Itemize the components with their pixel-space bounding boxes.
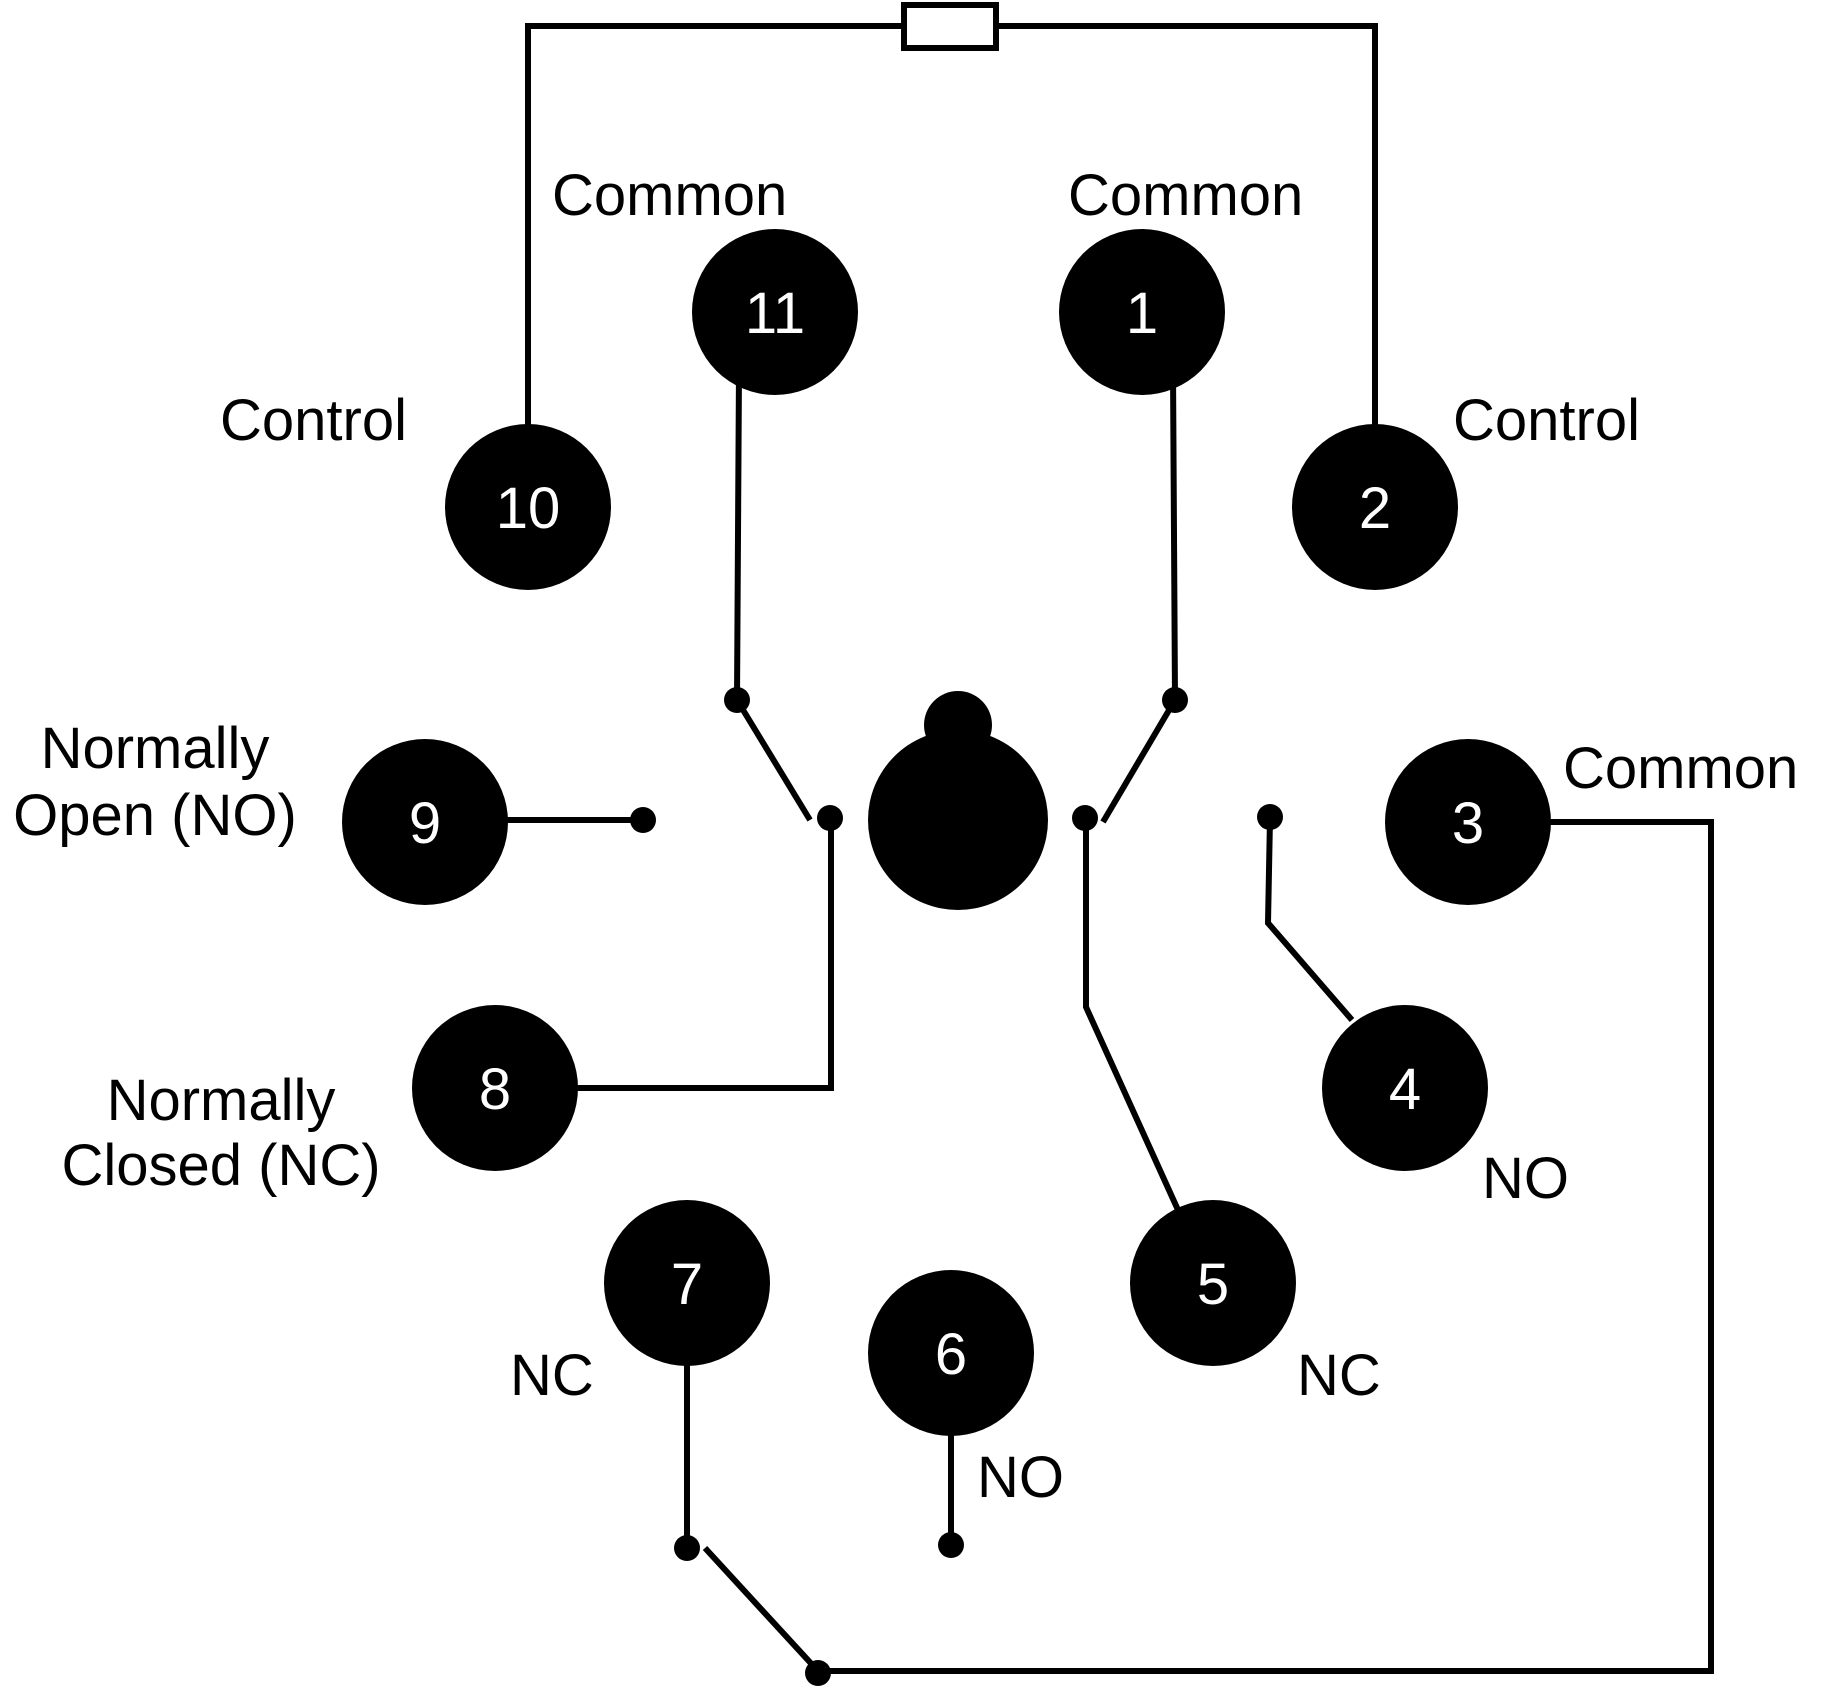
pin-number: 5 bbox=[1197, 1252, 1229, 1317]
pin-8: 8 bbox=[412, 1005, 578, 1171]
contact-dot bbox=[1072, 805, 1098, 831]
label-nc-5: NC bbox=[1297, 1343, 1381, 1408]
switch-arm-bottom bbox=[702, 1545, 821, 1674]
switch-arm-right bbox=[1100, 698, 1178, 824]
wire-pin5 bbox=[1083, 818, 1181, 1212]
pin-2: 2 bbox=[1292, 424, 1458, 590]
label-no-4: NO bbox=[1482, 1146, 1569, 1211]
wire-pin1 bbox=[1170, 369, 1178, 701]
pin-4: 4 bbox=[1322, 1005, 1488, 1171]
label-no-6: NO bbox=[977, 1445, 1064, 1510]
pin-number: 3 bbox=[1452, 791, 1484, 856]
pin-number: 4 bbox=[1389, 1057, 1421, 1122]
label-common-1: Common bbox=[1068, 163, 1303, 228]
pin-number: 1 bbox=[1126, 281, 1158, 346]
label-control-10: Control bbox=[220, 388, 407, 453]
pin-9: 9 bbox=[342, 739, 508, 905]
pin-11: 11 bbox=[692, 229, 858, 395]
label-normally-open-line1: Normally bbox=[41, 716, 270, 781]
wire-pin8 bbox=[575, 820, 834, 1091]
label-common-3: Common bbox=[1563, 736, 1798, 801]
label-control-2: Control bbox=[1453, 388, 1640, 453]
label-nc-7: NC bbox=[510, 1343, 594, 1408]
coil-wire-right bbox=[996, 23, 1378, 425]
pin-number: 7 bbox=[671, 1252, 703, 1317]
contact-dot bbox=[938, 1532, 964, 1558]
contact-dot bbox=[805, 1660, 831, 1686]
contact-dot bbox=[1257, 804, 1283, 830]
wire-pin4 bbox=[1264, 817, 1355, 1022]
pin-number: 2 bbox=[1359, 476, 1391, 541]
pin-number: 10 bbox=[496, 476, 561, 541]
pin-6: 6 bbox=[868, 1270, 1034, 1436]
contact-dot bbox=[674, 1535, 700, 1561]
coil-element bbox=[901, 2, 999, 51]
label-common-11: Common bbox=[552, 163, 787, 228]
label-normally-closed-line2: Closed (NC) bbox=[61, 1133, 380, 1198]
pin-number: 6 bbox=[935, 1322, 967, 1387]
pin-7: 7 bbox=[604, 1200, 770, 1366]
pin-3: 3 bbox=[1385, 739, 1551, 905]
pin-number: 8 bbox=[479, 1057, 511, 1122]
coil-wire-left bbox=[525, 23, 904, 425]
pin-number: 9 bbox=[409, 791, 441, 856]
label-normally-open-line2: Open (NO) bbox=[13, 783, 297, 848]
pin-5: 5 bbox=[1130, 1200, 1296, 1366]
contact-dot bbox=[1162, 687, 1188, 713]
pin-number: 11 bbox=[745, 281, 805, 346]
contact-dot bbox=[630, 807, 656, 833]
label-normally-closed-line1: Normally bbox=[107, 1068, 336, 1133]
contact-dot bbox=[724, 687, 750, 713]
wire-pin3 bbox=[818, 819, 1714, 1674]
switch-arm-left bbox=[734, 698, 813, 822]
pin-10: 10 bbox=[445, 424, 611, 590]
wire-pin11 bbox=[734, 369, 742, 701]
contact-dot bbox=[817, 805, 843, 831]
socket-key-post bbox=[868, 730, 1048, 910]
pin-1: 1 bbox=[1059, 229, 1225, 395]
